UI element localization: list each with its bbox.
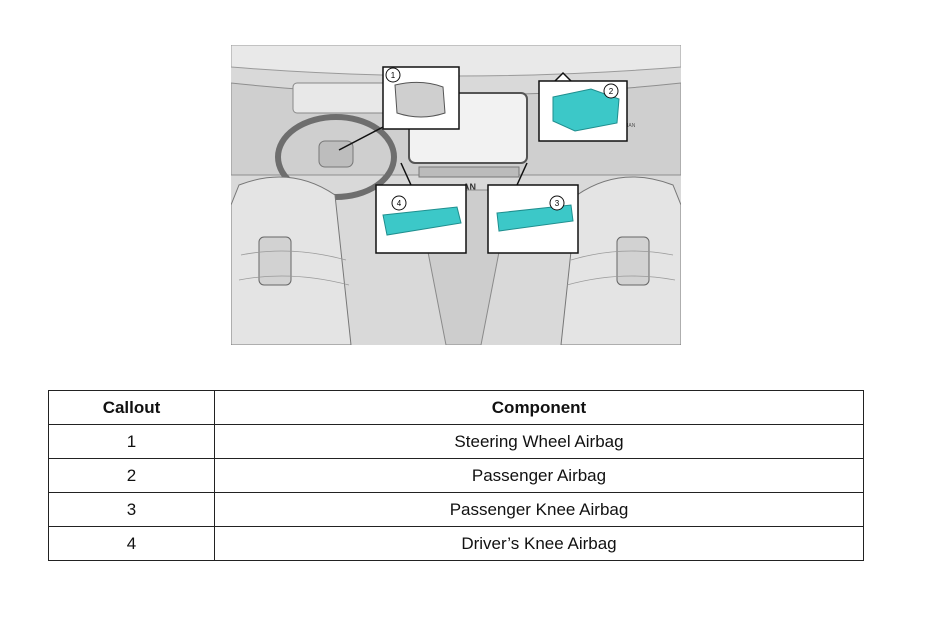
cell-component: Passenger Knee Airbag xyxy=(214,492,864,527)
table-row: 1 Steering Wheel Airbag xyxy=(48,424,864,459)
callout-4-leader xyxy=(400,162,412,186)
driver-knee-airbag-part xyxy=(382,206,462,236)
vehicle-interior-drawing: AN IAN 1 2 xyxy=(231,45,681,345)
table-row: 3 Passenger Knee Airbag xyxy=(48,492,864,527)
airbag-location-illustration: AN IAN 1 2 xyxy=(231,45,681,345)
callout-4-number: 4 xyxy=(397,199,402,208)
console-brand-text: AN xyxy=(463,182,476,192)
callout-3-leader xyxy=(516,162,528,186)
table-header-row: Callout Component xyxy=(48,390,864,425)
steering-wheel-airbag-part xyxy=(394,81,446,118)
cell-callout: 4 xyxy=(48,526,215,561)
header-component: Component xyxy=(214,390,864,425)
callout-3-number: 3 xyxy=(555,199,560,208)
driver-seat-controls xyxy=(258,236,292,286)
passenger-seat-controls xyxy=(616,236,650,286)
passenger-airbag-part xyxy=(552,88,620,132)
cell-component: Driver’s Knee Airbag xyxy=(214,526,864,561)
table-row: 4 Driver’s Knee Airbag xyxy=(48,526,864,561)
header-callout: Callout xyxy=(48,390,215,425)
cell-callout: 1 xyxy=(48,424,215,459)
callout-3-marker xyxy=(549,195,565,211)
windshield-frame xyxy=(231,45,681,77)
passenger-knee-airbag-part xyxy=(496,204,574,232)
dash-brand-text: IAN xyxy=(627,123,636,129)
callout-2-pointer xyxy=(554,71,572,82)
callout-1-marker xyxy=(385,67,401,83)
center-vents xyxy=(418,166,520,178)
cell-component: Passenger Airbag xyxy=(214,458,864,493)
cell-component: Steering Wheel Airbag xyxy=(214,424,864,459)
steering-wheel-rim xyxy=(275,114,397,200)
callout-2-marker xyxy=(603,83,619,99)
callout-2-number: 2 xyxy=(609,87,614,96)
table-row: 2 Passenger Airbag xyxy=(48,458,864,493)
cell-callout: 2 xyxy=(48,458,215,493)
cell-callout: 3 xyxy=(48,492,215,527)
callout-4-marker xyxy=(391,195,407,211)
callout-table: Callout Component 1 Steering Wheel Airba… xyxy=(48,390,864,561)
callout-1-number: 1 xyxy=(391,71,396,80)
seat-stitching xyxy=(238,250,676,286)
